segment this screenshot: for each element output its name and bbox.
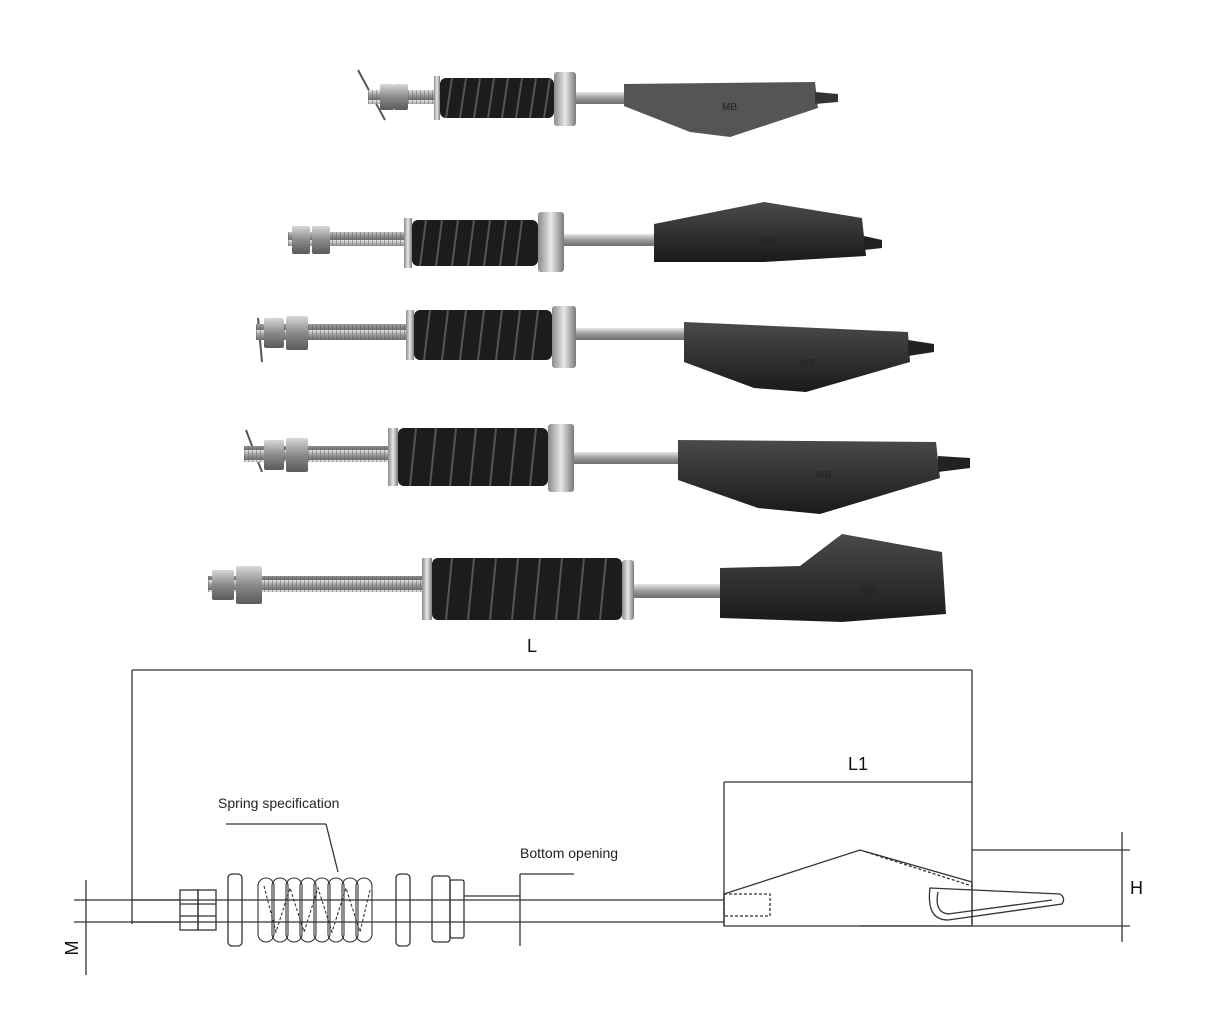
drawing-end-nut — [431, 875, 465, 943]
dimension-M-label: M — [62, 941, 82, 956]
dimension-M — [74, 880, 180, 975]
part-marking: MB — [800, 358, 815, 369]
drawing-hex-nut — [179, 889, 217, 931]
hex-nut — [380, 84, 394, 110]
drawing-washer — [395, 873, 411, 947]
dimension-L-label: L — [527, 636, 537, 656]
tension-rod-photo-3: MB — [256, 306, 934, 392]
anchor-body — [678, 440, 940, 514]
spring-leader-line — [325, 823, 339, 873]
coil-spring — [422, 557, 634, 621]
technical-drawing — [74, 669, 1130, 975]
dimension-H-label: H — [1130, 878, 1143, 898]
part-marking: MB — [860, 585, 877, 597]
drawing-spring — [257, 877, 373, 943]
tension-rod-photo-1: MB — [357, 69, 838, 137]
anchor-tip — [815, 92, 838, 104]
smooth-rod — [634, 584, 720, 598]
anchor-body — [654, 202, 866, 262]
hex-nut — [236, 566, 262, 604]
hex-nut — [264, 440, 284, 470]
drawing-anchor-body — [723, 849, 1065, 927]
smooth-rod — [576, 92, 626, 104]
dimension-L1-label: L1 — [848, 754, 868, 774]
coil-spring — [388, 424, 574, 492]
anchor-body — [684, 322, 910, 392]
smooth-rod — [576, 328, 684, 340]
anchor-body — [624, 82, 818, 137]
smooth-rod — [564, 234, 656, 246]
part-marking: MB — [722, 102, 737, 113]
smooth-rod — [574, 452, 678, 464]
hex-nut — [312, 226, 330, 254]
part-marking: MB — [760, 236, 775, 247]
tension-rod-photo-2: MB — [288, 202, 882, 272]
spring-specification-label: Spring specification — [218, 795, 339, 811]
anchor-tip — [938, 456, 970, 472]
bottom-opening-label: Bottom opening — [520, 845, 618, 861]
coil-spring — [404, 212, 564, 272]
hex-nut — [286, 316, 308, 350]
hex-nut — [286, 438, 308, 472]
coil-spring — [406, 306, 576, 368]
hex-nut — [264, 318, 284, 348]
hex-nut — [212, 570, 234, 600]
anchor-body — [720, 534, 946, 622]
anchor-tip — [864, 236, 882, 250]
coil-spring — [434, 72, 576, 126]
tension-rod-photo-4: MB — [244, 424, 970, 514]
tension-rod-photo-5: MB — [208, 534, 946, 622]
part-marking: MB — [816, 470, 831, 481]
hex-nut — [394, 84, 408, 110]
hex-nut — [292, 226, 310, 254]
bottom-opening-marker — [519, 873, 574, 946]
anchor-tip — [908, 340, 934, 356]
drawing-washer — [227, 873, 243, 947]
